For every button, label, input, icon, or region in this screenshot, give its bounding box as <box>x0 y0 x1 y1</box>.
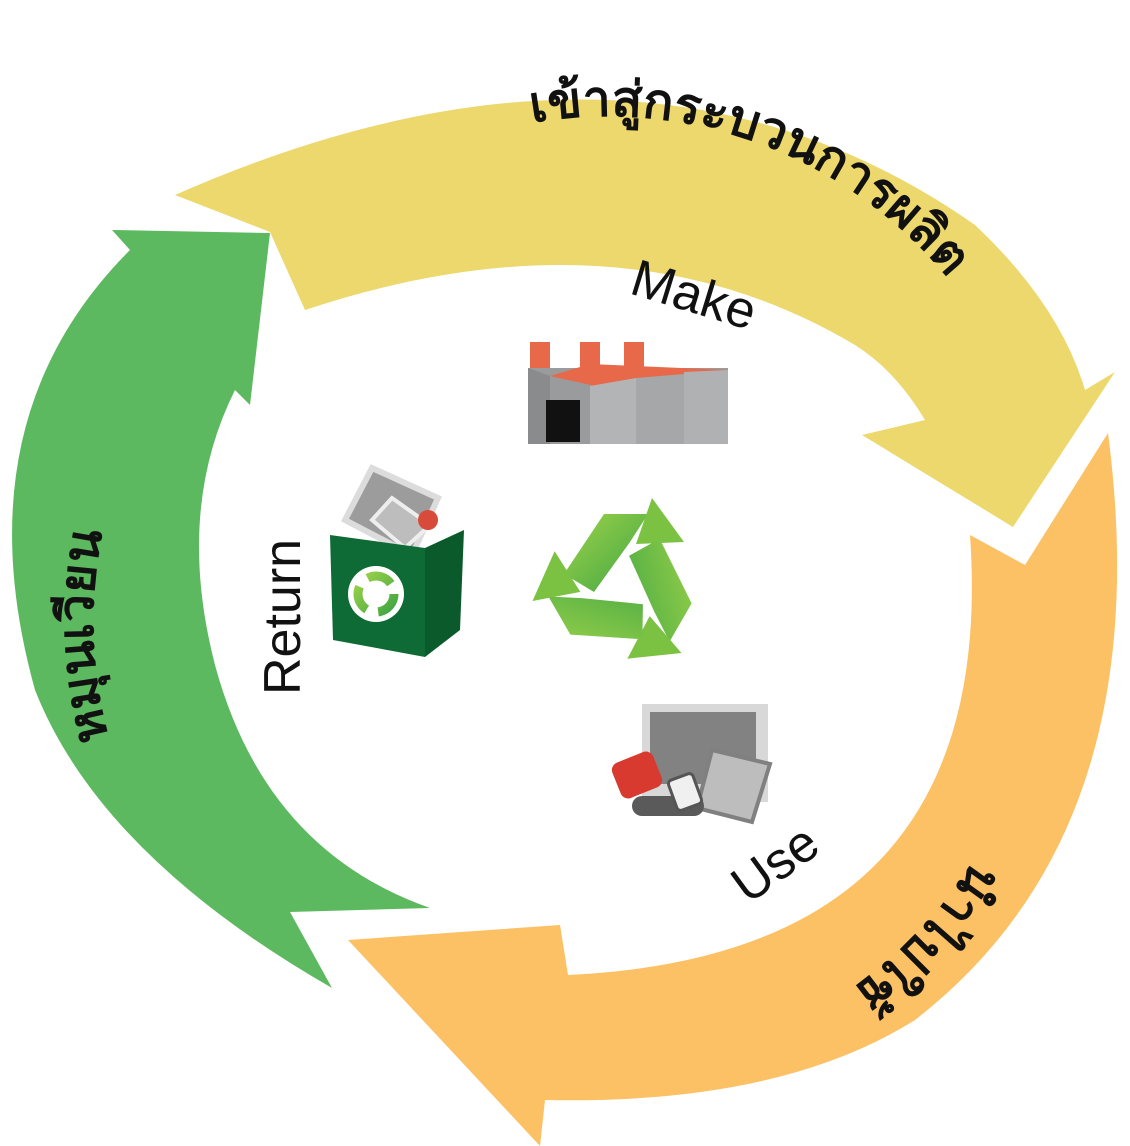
return-arrow <box>12 230 431 988</box>
use-label: Use <box>721 813 830 914</box>
recycle-symbol-icon <box>516 498 726 681</box>
use-arrow <box>348 433 1118 1146</box>
factory-icon <box>528 342 728 444</box>
used-products-icon <box>611 704 773 825</box>
recycling-bin-icon <box>330 464 464 657</box>
make-arrow <box>175 99 1115 527</box>
return-label: Return <box>254 539 312 695</box>
